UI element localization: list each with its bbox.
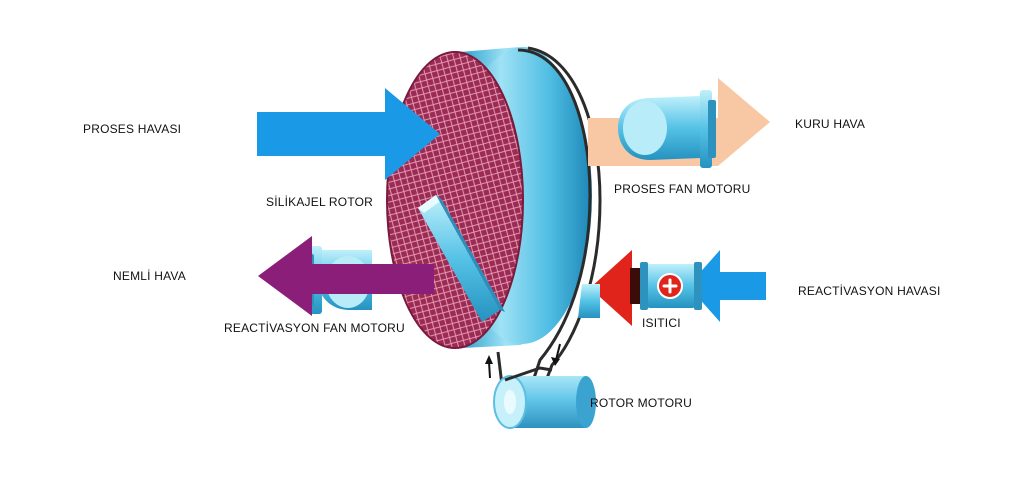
label-heater: ISITICI	[642, 316, 681, 330]
label-humid-air: NEMLİ HAVA	[113, 269, 186, 283]
label-dry-air: KURU HAVA	[795, 117, 866, 131]
label-process-air: PROSES HAVASI	[83, 122, 182, 136]
rotation-arrow-left-icon	[485, 355, 493, 379]
reactivation-air-arrow	[688, 250, 766, 322]
heated-air-arrow	[590, 250, 640, 326]
label-reactivation-air: REACTİVASYON HAVASI	[798, 284, 941, 298]
rotor-sector-divider	[418, 195, 505, 322]
rotation-arrow-right-icon	[551, 343, 561, 366]
rotor-motor	[493, 366, 596, 429]
process-fan	[618, 90, 716, 168]
heater	[640, 262, 702, 310]
label-process-fan-motor: PROSES FAN MOTORU	[614, 182, 751, 196]
process-air-arrow	[257, 88, 440, 180]
label-reactivation-fan-motor: REACTİVASYON FAN MOTORU	[224, 321, 405, 335]
label-silica-gel-rotor: SİLİKAJEL ROTOR	[266, 195, 374, 209]
rotor-face	[386, 51, 524, 349]
rotor-bracket	[578, 284, 600, 318]
label-rotor-motor: ROTOR MOTORU	[590, 396, 692, 410]
